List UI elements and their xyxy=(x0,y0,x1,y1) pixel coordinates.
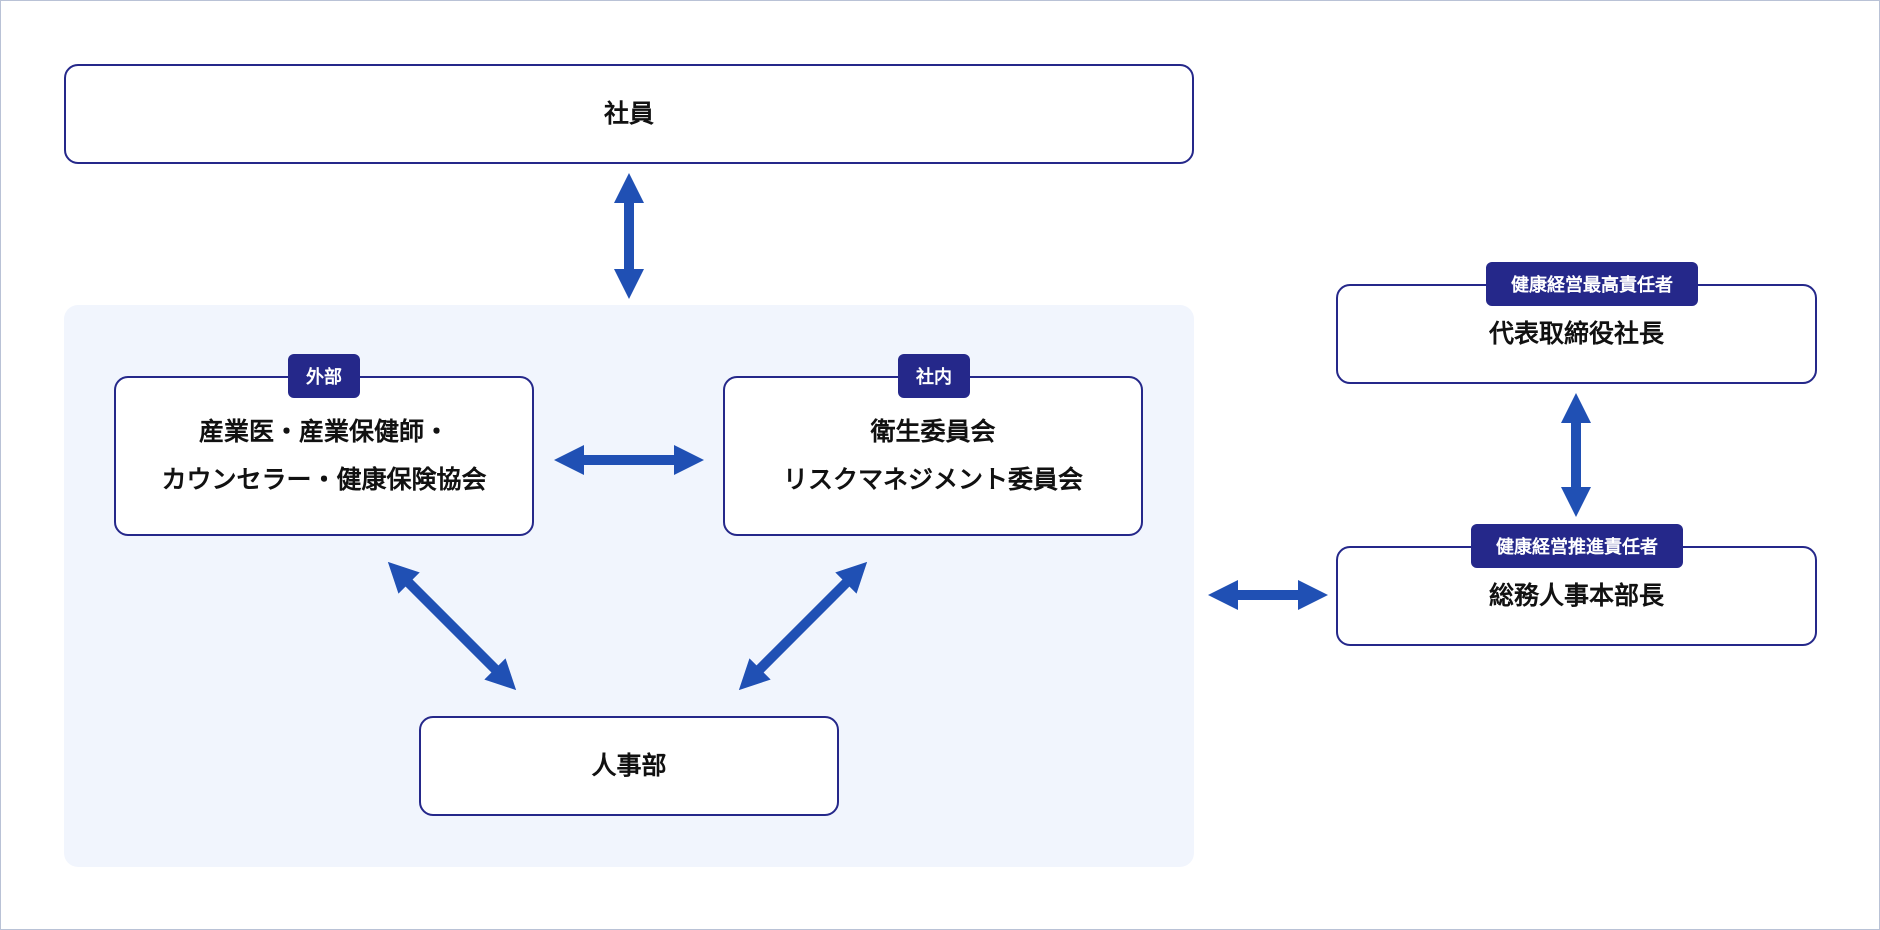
box-external: 産業医・産業保健師・ カウンセラー・健康保険協会 xyxy=(114,376,534,536)
box-general-affairs-head-label: 総務人事本部長 xyxy=(1488,581,1664,610)
arrow-internal-hr xyxy=(738,561,868,691)
badge-external: 外部 xyxy=(288,354,360,398)
box-external-line2: カウンセラー・健康保険協会 xyxy=(161,465,487,494)
box-hr-department-label: 人事部 xyxy=(591,751,667,780)
box-president-label: 代表取締役社長 xyxy=(1488,319,1664,348)
box-internal-line1: 衛生委員会 xyxy=(870,417,996,446)
arrow-external-hr xyxy=(387,561,517,691)
badge-president: 健康経営最高責任者 xyxy=(1486,262,1698,306)
box-external-line1: 産業医・産業保健師・ xyxy=(198,417,449,446)
badge-internal: 社内 xyxy=(898,354,970,398)
box-internal: 衛生委員会 リスクマネジメント委員会 xyxy=(723,376,1143,536)
badge-general-affairs-head: 健康経営推進責任者 xyxy=(1471,524,1683,568)
box-hr-department: 人事部 xyxy=(419,716,839,816)
box-employees-label: 社員 xyxy=(603,99,654,128)
box-employees: 社員 xyxy=(64,64,1194,164)
box-internal-line2: リスクマネジメント委員会 xyxy=(782,465,1083,494)
